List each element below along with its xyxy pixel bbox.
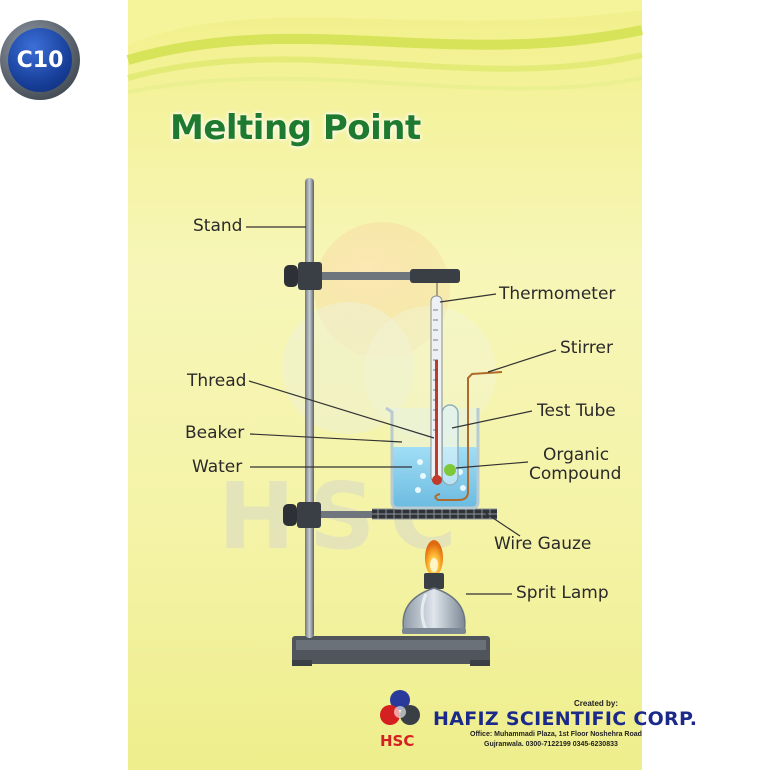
logo-text: HSC <box>380 732 415 750</box>
stand-base <box>292 636 490 666</box>
label-test-tube: Test Tube <box>537 401 616 421</box>
created-by: Created by: <box>574 699 619 708</box>
office-address: Office: Muhammadi Plaza, 1st Floor Noshe… <box>470 731 642 738</box>
leader-beaker <box>249 433 403 443</box>
label-thread: Thread <box>187 371 247 391</box>
label-stirrer: Stirrer <box>560 338 613 358</box>
label-organic: Organic <box>543 445 610 465</box>
poster-title: Melting Point <box>170 108 421 148</box>
leader-thread <box>248 380 435 439</box>
label-water: Water <box>192 457 243 477</box>
lower-clamp <box>283 502 376 528</box>
leader-stirrer <box>487 349 557 373</box>
leader-test-tube <box>451 410 533 429</box>
leader-thermometer <box>439 293 497 303</box>
stirrer <box>434 371 503 501</box>
stand-rod <box>305 178 314 638</box>
wire-gauze <box>372 508 497 520</box>
header-swoosh <box>126 0 644 94</box>
company-name: HAFIZ SCIENTIFIC CORP. <box>433 708 698 730</box>
label-compound: Compound <box>529 464 622 484</box>
leader-organic <box>455 461 529 469</box>
leader-wire-gauze <box>483 511 521 537</box>
badge-inner: C10 <box>8 28 72 92</box>
chart-code-badge: C10 <box>0 20 80 100</box>
label-wire-gauze: Wire Gauze <box>494 534 592 554</box>
upper-clamp <box>284 262 460 290</box>
thermometer <box>430 283 443 485</box>
hsc-logo <box>380 690 420 725</box>
label-stand: Stand <box>193 216 243 236</box>
label-beaker: Beaker <box>185 423 245 443</box>
badge-code: C10 <box>16 47 64 73</box>
test-tube <box>441 404 459 486</box>
leader-lines <box>246 226 557 595</box>
office-phones: Gujranwala. 0300-7122199 0345-6230833 <box>484 741 618 748</box>
spirit-lamp <box>402 540 466 634</box>
label-thermometer: Thermometer <box>499 284 616 304</box>
label-sprit-lamp: Sprit Lamp <box>516 583 609 603</box>
